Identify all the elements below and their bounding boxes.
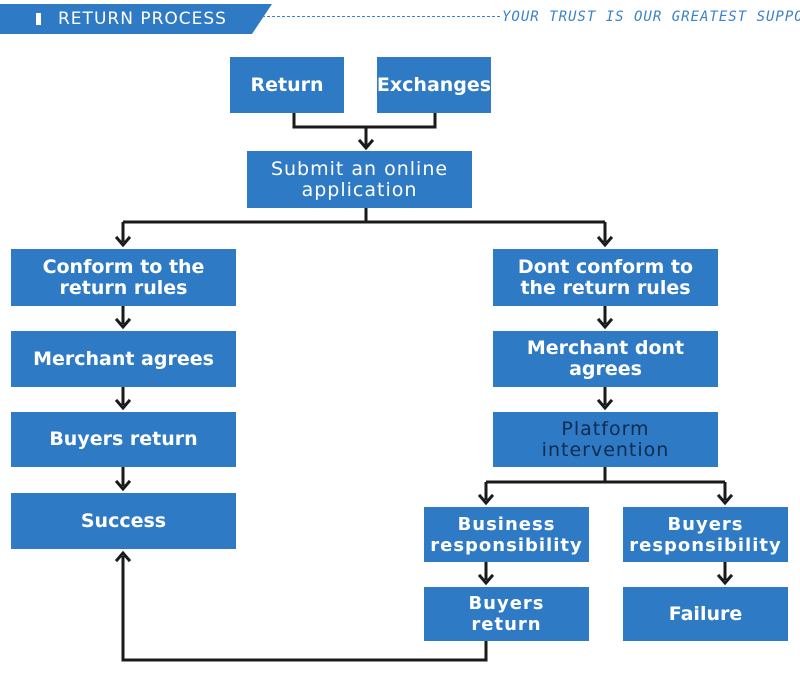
node-failure: Failure [623, 587, 788, 641]
section-title: RETURN PROCESS [36, 4, 227, 34]
section-title-text: RETURN PROCESS [58, 9, 227, 29]
node-buyers-return-left-label: Buyers return [49, 428, 198, 450]
node-exchanges-label: Exchanges [376, 73, 492, 96]
arrowhead-success [114, 479, 132, 492]
node-buyers-resp-label: Buyers responsibility [629, 513, 782, 556]
node-platform-label: Platform intervention [541, 417, 670, 461]
arrowhead-buyers-return-right [477, 573, 495, 586]
node-conform-rules: Conform to the return rules [11, 249, 236, 306]
node-business-responsibility: Business responsibility [424, 507, 589, 562]
node-buyers-responsibility: Buyers responsibility [623, 507, 788, 562]
node-business-label: Business responsibility [430, 513, 583, 556]
node-buyers-return-left: Buyers return [11, 412, 236, 467]
node-buyers-return-right-label: Buyers return [468, 593, 545, 635]
header-banner-shape [0, 4, 272, 34]
arrowhead-failure [716, 573, 734, 586]
arrowhead-buyers-resp [716, 493, 734, 506]
node-merchant-agrees: Merchant agrees [11, 331, 236, 387]
tagline: YOUR TRUST IS OUR GREATEST SUPPORT [502, 9, 800, 25]
arrowhead-merchant-dont [596, 317, 614, 330]
arrowhead-submit [357, 138, 375, 151]
connector-return-to-success [121, 556, 488, 662]
node-dont-conform-rules: Dont conform to the return rules [493, 249, 718, 306]
arrowhead-business [477, 493, 495, 506]
connector-exchanges [366, 113, 437, 129]
node-return: Return [230, 57, 344, 113]
arrowhead-buyers-return [114, 398, 132, 411]
node-submit-label: Submit an online application [270, 157, 449, 201]
node-return-label: Return [250, 73, 324, 96]
header-divider [262, 16, 500, 17]
header-bar-icon [36, 13, 41, 25]
arrowhead-dont-conform [596, 235, 614, 248]
node-failure-label: Failure [668, 602, 743, 625]
node-dont-conform-label: Dont conform to the return rules [517, 255, 694, 299]
arrowhead-platform [596, 398, 614, 411]
node-merchant-dont-agrees: Merchant dont agrees [493, 331, 718, 387]
node-success: Success [11, 493, 236, 549]
node-submit-application: Submit an online application [247, 151, 472, 208]
node-platform-intervention: Platform intervention [493, 412, 718, 467]
arrowhead-merchant-agrees [114, 317, 132, 330]
node-success-label: Success [80, 509, 167, 532]
section-header [0, 4, 272, 34]
node-merchant-dont-agrees-label: Merchant dont agrees [526, 337, 685, 380]
node-buyers-return-right: Buyers return [424, 587, 589, 641]
arrowhead-conform [114, 235, 132, 248]
arrowhead-loop-success [114, 550, 132, 563]
node-conform-label: Conform to the return rules [42, 255, 205, 299]
node-exchanges: Exchanges [377, 57, 491, 113]
node-merchant-agrees-label: Merchant agrees [33, 347, 214, 370]
connector-return [292, 113, 366, 129]
